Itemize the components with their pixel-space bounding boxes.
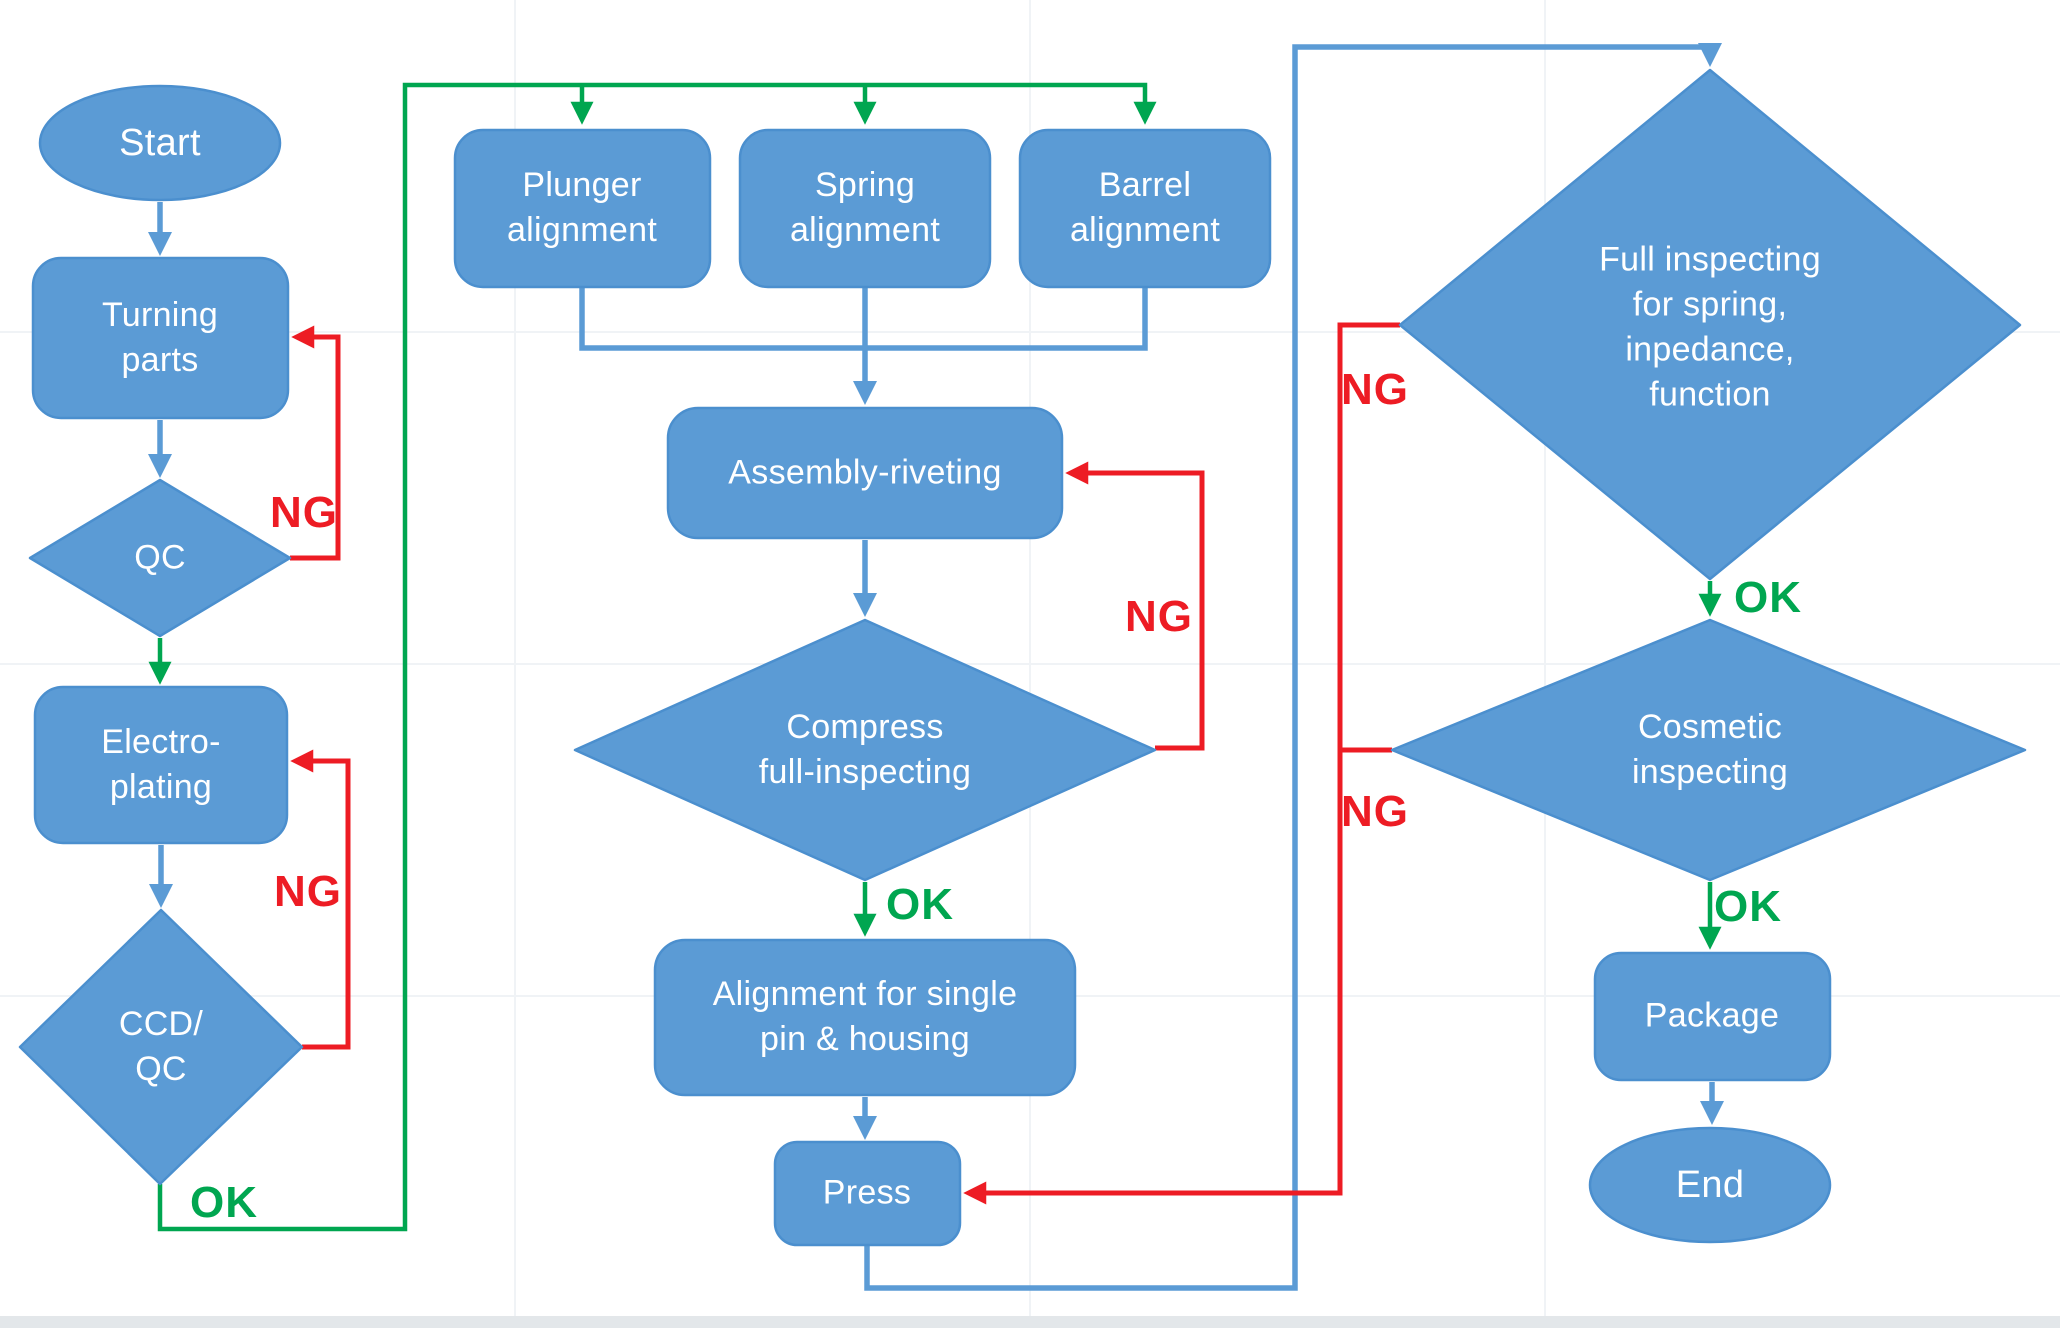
ccd-qc-node (18, 908, 304, 1186)
edge-qc-ng-to-turning (290, 325, 341, 561)
qc-label: QC (134, 538, 186, 577)
cosmetic-inspecting-node (1390, 618, 2027, 882)
cosmetic-inspecting-label: Cosmetic inspecting (1631, 708, 1789, 791)
assembly-riveting-node (666, 406, 1064, 540)
ccd-ok-label: OK (190, 1178, 258, 1227)
spring-alignment-node (738, 128, 992, 289)
qc-ng-label: NG (270, 488, 338, 537)
press-node (773, 1140, 962, 1247)
spring-alignment-label: Spring alignment (789, 166, 941, 249)
cosmetic-ng-label: NG (1341, 787, 1409, 836)
alignment-single-pin-label: Alignment for single pin & housing (712, 975, 1018, 1058)
compress-full-inspecting-node (573, 618, 1157, 882)
turning-parts-node (31, 256, 290, 420)
turning-parts-label: Turning parts (101, 296, 219, 379)
edge-ccd-ok-to-barrel (157, 82, 1157, 1232)
compress-full-inspecting-label: Compress full-inspecting (758, 708, 972, 791)
end-label: End (1675, 1163, 1745, 1206)
barrel-alignment-label: Barrel alignment (1069, 166, 1221, 249)
edge-full-ng-to-press (963, 322, 1400, 1205)
plunger-alignment-node (453, 128, 712, 289)
cosmetic-ok-label: OK (1714, 882, 1782, 931)
start-node (38, 84, 282, 202)
plunger-alignment-label: Plunger alignment (506, 166, 658, 249)
edge-compress-ng-to-assembly (1065, 461, 1205, 751)
assembly-riveting-label: Assembly-riveting (728, 453, 1002, 492)
full-inspecting-label: Full inspecting for spring, inpedance, f… (1599, 240, 1821, 413)
alignment-single-pin-node (653, 938, 1077, 1097)
full-ok-label: OK (1734, 573, 1802, 622)
package-node (1593, 951, 1832, 1082)
electro-plating-node (33, 685, 289, 845)
edge-press-to-full-inspect (864, 43, 1722, 1291)
start-label: Start (119, 121, 201, 164)
compress-ng-label: NG (1125, 592, 1193, 641)
qc-node (28, 478, 292, 638)
ccd-ng-label: NG (274, 867, 342, 916)
end-node (1588, 1126, 1832, 1244)
bottom-strip (0, 1316, 2060, 1328)
edge-ccd-ng-to-electro (290, 749, 351, 1050)
package-label: Package (1644, 996, 1780, 1035)
compress-ok-label: OK (886, 880, 954, 929)
press-label: Press (822, 1173, 912, 1212)
ccd-qc-label: CCD/ QC (118, 1005, 204, 1088)
full-ng-label: NG (1341, 365, 1409, 414)
full-inspecting-node (1398, 68, 2022, 581)
electro-plating-label: Electro- plating (101, 723, 221, 806)
barrel-alignment-node (1018, 128, 1272, 289)
